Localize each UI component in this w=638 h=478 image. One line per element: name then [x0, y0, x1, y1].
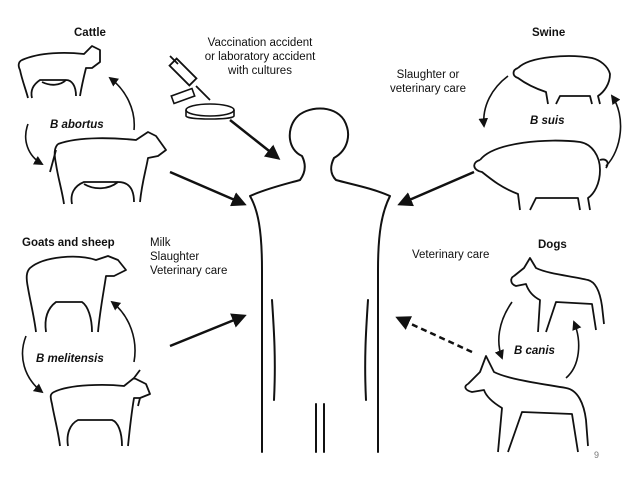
- b-melitensis-label: B melitensis: [36, 353, 104, 365]
- arrow-goats-to-human: [169, 313, 247, 348]
- dog-top-icon: [510, 257, 605, 333]
- swine-top-icon: [512, 55, 611, 105]
- swine-cycle-arrow-down: [478, 75, 509, 128]
- vial-icon: [170, 87, 196, 105]
- goat-icon: [49, 369, 151, 447]
- arrow-dogs-to-human: [395, 316, 473, 354]
- goat-cycle-arrow-down: [21, 335, 44, 394]
- dog-cycle-arrow-down: [494, 301, 513, 360]
- slaughter-line-1: Slaughter or: [396, 69, 460, 81]
- slaughter-label: Slaughter: [150, 251, 200, 263]
- cattle-cycle-arrow-down: [24, 123, 44, 165]
- goat-cycle-arrow-up: [110, 300, 136, 363]
- vaccination-label: Vaccination accident or laboratory accid…: [196, 36, 324, 78]
- slaughter-or-veterinary-label: Slaughter or veterinary care: [384, 68, 472, 96]
- page-number: 9: [594, 450, 600, 460]
- culture-dish-icon: [185, 103, 235, 120]
- b-abortus-label: B abortus: [50, 119, 104, 131]
- swine-bottom-icon: [473, 139, 609, 211]
- goats-route-label: Milk Slaughter Veterinary care: [150, 236, 227, 278]
- b-canis-label: B canis: [514, 345, 555, 357]
- vaccination-line-3: with cultures: [228, 65, 292, 77]
- dog-cycle-arrow-up: [565, 320, 582, 379]
- veterinary-care-dogs-label: Veterinary care: [412, 249, 490, 261]
- dogs-label: Dogs: [538, 239, 567, 251]
- cattle-cycle-arrow-up: [108, 76, 135, 131]
- sheep-icon: [25, 255, 127, 333]
- swine-label: Swine: [532, 27, 566, 39]
- syringe-icon: [168, 55, 211, 101]
- arrow-swine-to-human: [397, 170, 475, 207]
- vaccination-line-2: or laboratory accident: [204, 51, 316, 63]
- slaughter-line-2: veterinary care: [389, 83, 467, 95]
- cattle-bottom-icon: [49, 131, 167, 205]
- human-figure: [249, 107, 391, 453]
- arrow-cattle-to-human: [169, 170, 247, 207]
- milk-label: Milk: [150, 237, 171, 249]
- cattle-label: Cattle: [74, 27, 106, 39]
- cycle-arrows: [21, 75, 622, 394]
- swine-cycle-arrow-up: [605, 94, 622, 167]
- cattle-top-icon: [17, 45, 101, 99]
- veterinary-care-goats-label: Veterinary care: [150, 265, 228, 277]
- vaccination-line-1: Vaccination accident: [207, 37, 313, 49]
- transmission-arrows: [169, 119, 475, 354]
- dog-bottom-icon: [464, 355, 589, 453]
- b-suis-label: B suis: [530, 115, 565, 127]
- arrow-lab-to-human: [229, 119, 281, 160]
- goats-sheep-label: Goats and sheep: [22, 237, 115, 249]
